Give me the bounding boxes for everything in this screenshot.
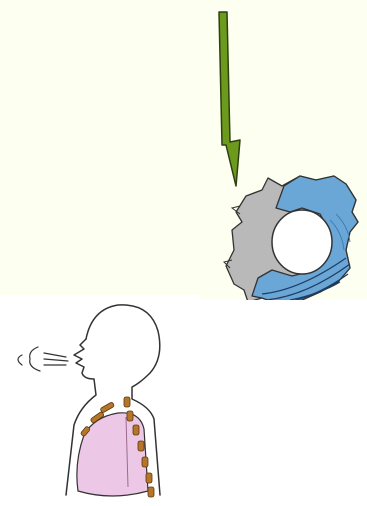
diagram-top-panel — [0, 0, 367, 300]
ring-pore — [272, 210, 332, 274]
diagram-bottom-panel — [0, 295, 200, 506]
bottom-panel-canvas — [0, 295, 200, 506]
top-panel-canvas — [0, 0, 367, 300]
